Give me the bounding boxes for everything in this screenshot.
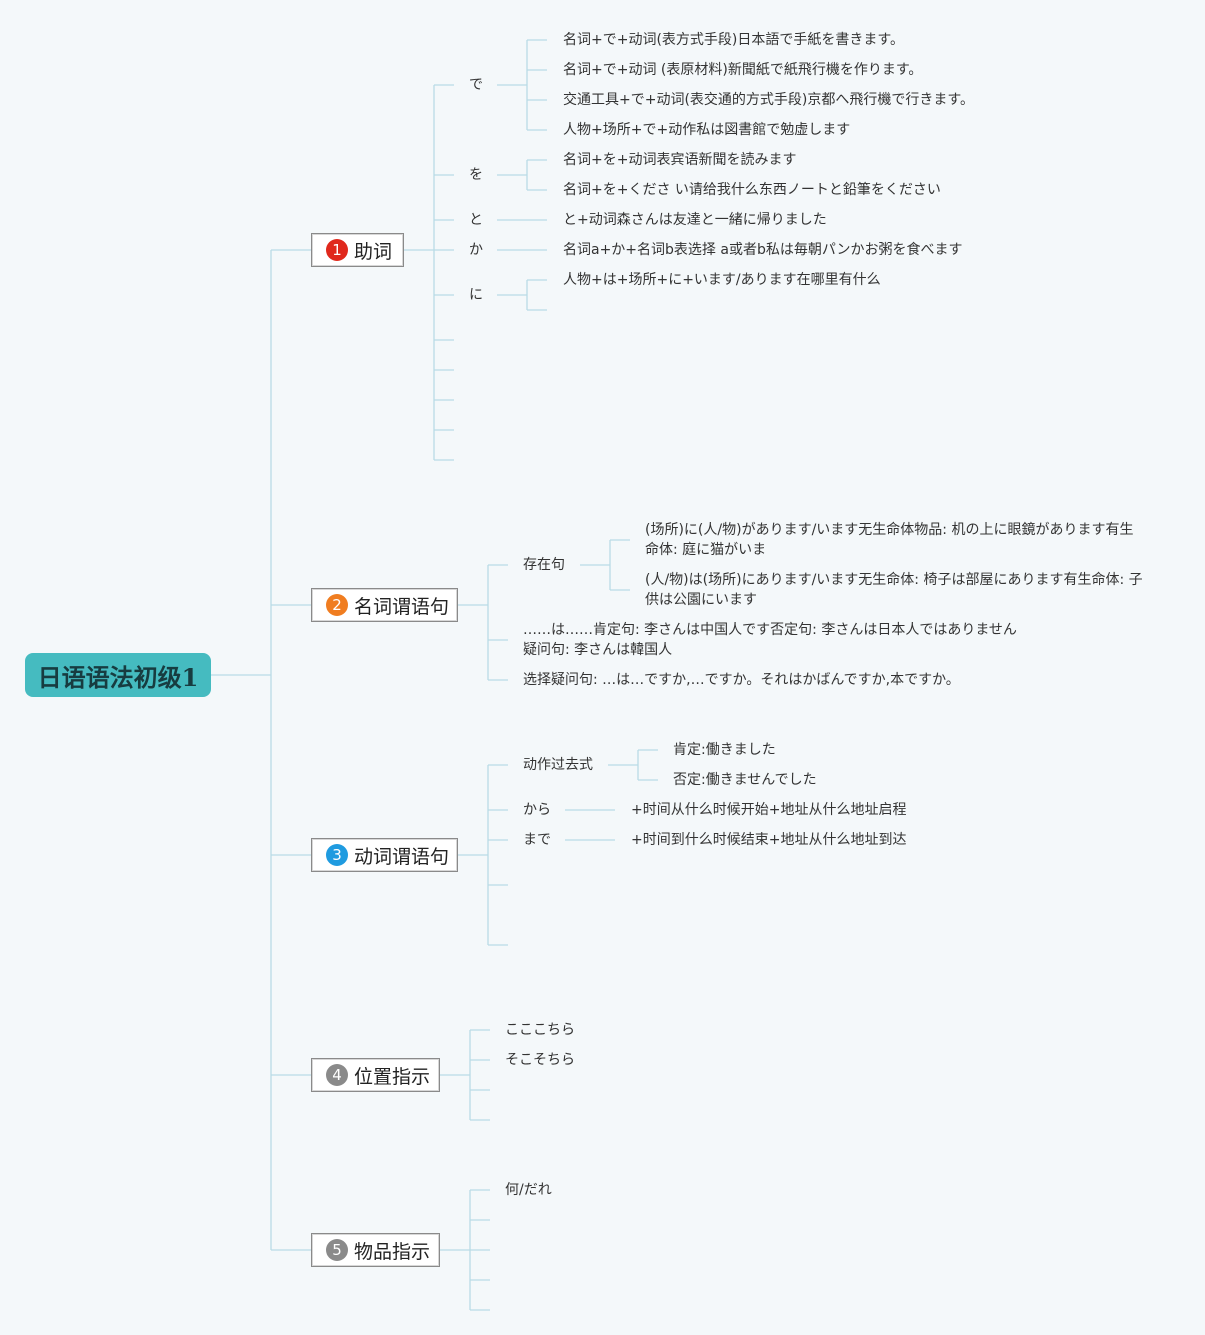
leaf[interactable]: 名词+で+动词 (表原材料)新聞紙で紙飛行機を作ります。 (563, 62, 923, 78)
branch-label: 名词谓语句 (354, 595, 450, 618)
leaf[interactable]: 名词+を+动词表宾语新聞を読みます (563, 152, 797, 168)
branch-1[interactable]: 1 助词 (311, 233, 404, 267)
leaf[interactable]: (人/物)は(场所)にあります/います无生命体: 椅子は部屋にあります有生命体:… (645, 572, 1143, 608)
leaf[interactable]: +时间到什么时候结束+地址从什么地址到达 (631, 832, 907, 848)
topic-de[interactable]: で (469, 77, 483, 93)
leaf[interactable]: と+动词森さんは友達と一緒に帰りました (563, 212, 827, 228)
number-4-icon: 4 (326, 1064, 348, 1086)
number-2-icon: 2 (326, 594, 348, 616)
leaf[interactable]: こここちら (505, 1022, 575, 1038)
branch-5[interactable]: 5 物品指示 (311, 1233, 440, 1267)
leaf[interactable]: 名词+を+くださ い请给我什么东西ノートと鉛筆をください (563, 182, 941, 198)
branch-label: 动词谓语句 (354, 845, 450, 868)
number-1-icon: 1 (326, 239, 348, 261)
leaf[interactable]: 名词a+か+名词b表选择 a或者b私は毎朝パンかお粥を食べます (563, 242, 963, 258)
leaf[interactable]: 名词+で+动词(表方式手段)日本語で手紙を書きます。 (563, 32, 904, 48)
leaf[interactable]: そこそちら (505, 1052, 575, 1068)
number-5-icon: 5 (326, 1239, 348, 1261)
topic-wa[interactable]: ……は……肯定句: 李さんは中国人です否定句: 李さんは日本人ではありません疑问… (523, 622, 1017, 658)
topic-ka[interactable]: か (469, 242, 483, 258)
topic-wo[interactable]: を (469, 167, 483, 183)
topic-past-tense[interactable]: 动作过去式 (523, 757, 593, 773)
leaf[interactable]: 肯定:働きました (673, 742, 776, 758)
topic-choice-question[interactable]: 选择疑问句: …は…ですか,…ですか。それはかばんですか,本ですか。 (523, 672, 960, 688)
topic-made[interactable]: まで (523, 832, 551, 848)
topic-ni[interactable]: に (469, 287, 483, 303)
leaf[interactable]: 何/だれ (505, 1182, 552, 1198)
branch-4[interactable]: 4 位置指示 (311, 1058, 440, 1092)
root-topic[interactable]: 日语语法初级1 (25, 653, 211, 697)
leaf[interactable]: +时间从什么时候开始+地址从什么地址启程 (631, 802, 907, 818)
leaf[interactable]: (场所)に(人/物)があります/います无生命体物品: 机の上に眼鏡があります有生… (645, 522, 1134, 558)
branch-3[interactable]: 3 动词谓语句 (311, 838, 458, 872)
topic-kara[interactable]: から (523, 802, 551, 818)
leaf[interactable]: 交通工具+で+动词(表交通的方式手段)京都へ飛行機で行きます。 (563, 92, 974, 108)
branch-2[interactable]: 2 名词谓语句 (311, 588, 458, 622)
branch-label: 助词 (354, 240, 393, 263)
leaf[interactable]: 人物+场所+で+动作私は図書館で勉虚します (563, 122, 851, 138)
topic-existence[interactable]: 存在句 (523, 557, 565, 573)
number-3-icon: 3 (326, 844, 348, 866)
leaf[interactable]: 人物+は+场所+に+います/あります在哪里有什么 (563, 272, 881, 288)
branch-label: 物品指示 (354, 1240, 431, 1263)
branch-label: 位置指示 (354, 1065, 431, 1088)
leaf[interactable]: 否定:働きませんでした (673, 772, 817, 788)
topic-to[interactable]: と (469, 212, 483, 228)
